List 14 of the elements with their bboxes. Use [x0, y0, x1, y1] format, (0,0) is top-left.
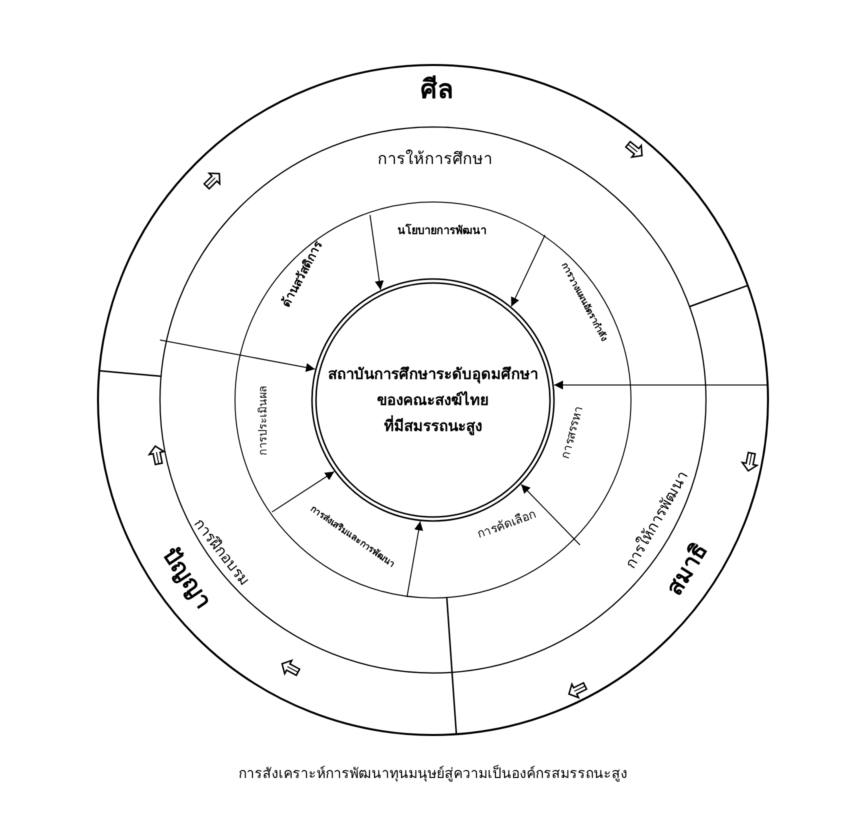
sector-label: ศีล: [420, 74, 454, 106]
sector-label: การประเมินผล: [256, 385, 270, 456]
arrow: [520, 484, 580, 546]
arrow: [160, 340, 316, 372]
arrow: [406, 520, 424, 598]
sector-label: การให้การศึกษา: [378, 148, 492, 168]
sector-label: นโยบายการพัฒนา: [398, 224, 486, 237]
caption: การสังเคราะห์การพัฒนาทุนมนุษย์สู่ความเป็นองค์กรสมรรถนะสูง: [238, 764, 628, 784]
arrow: [370, 214, 384, 290]
arrow: [272, 471, 335, 512]
arrow: [554, 380, 768, 390]
sector-label: การสรรหา: [558, 404, 586, 460]
center-title: สถาบันการศึกษาระดับอุดมศึกษา ของคณะสงฆ์ไทย ที่มีสมรรถนะสูง: [328, 364, 538, 438]
arrow: [510, 234, 546, 307]
